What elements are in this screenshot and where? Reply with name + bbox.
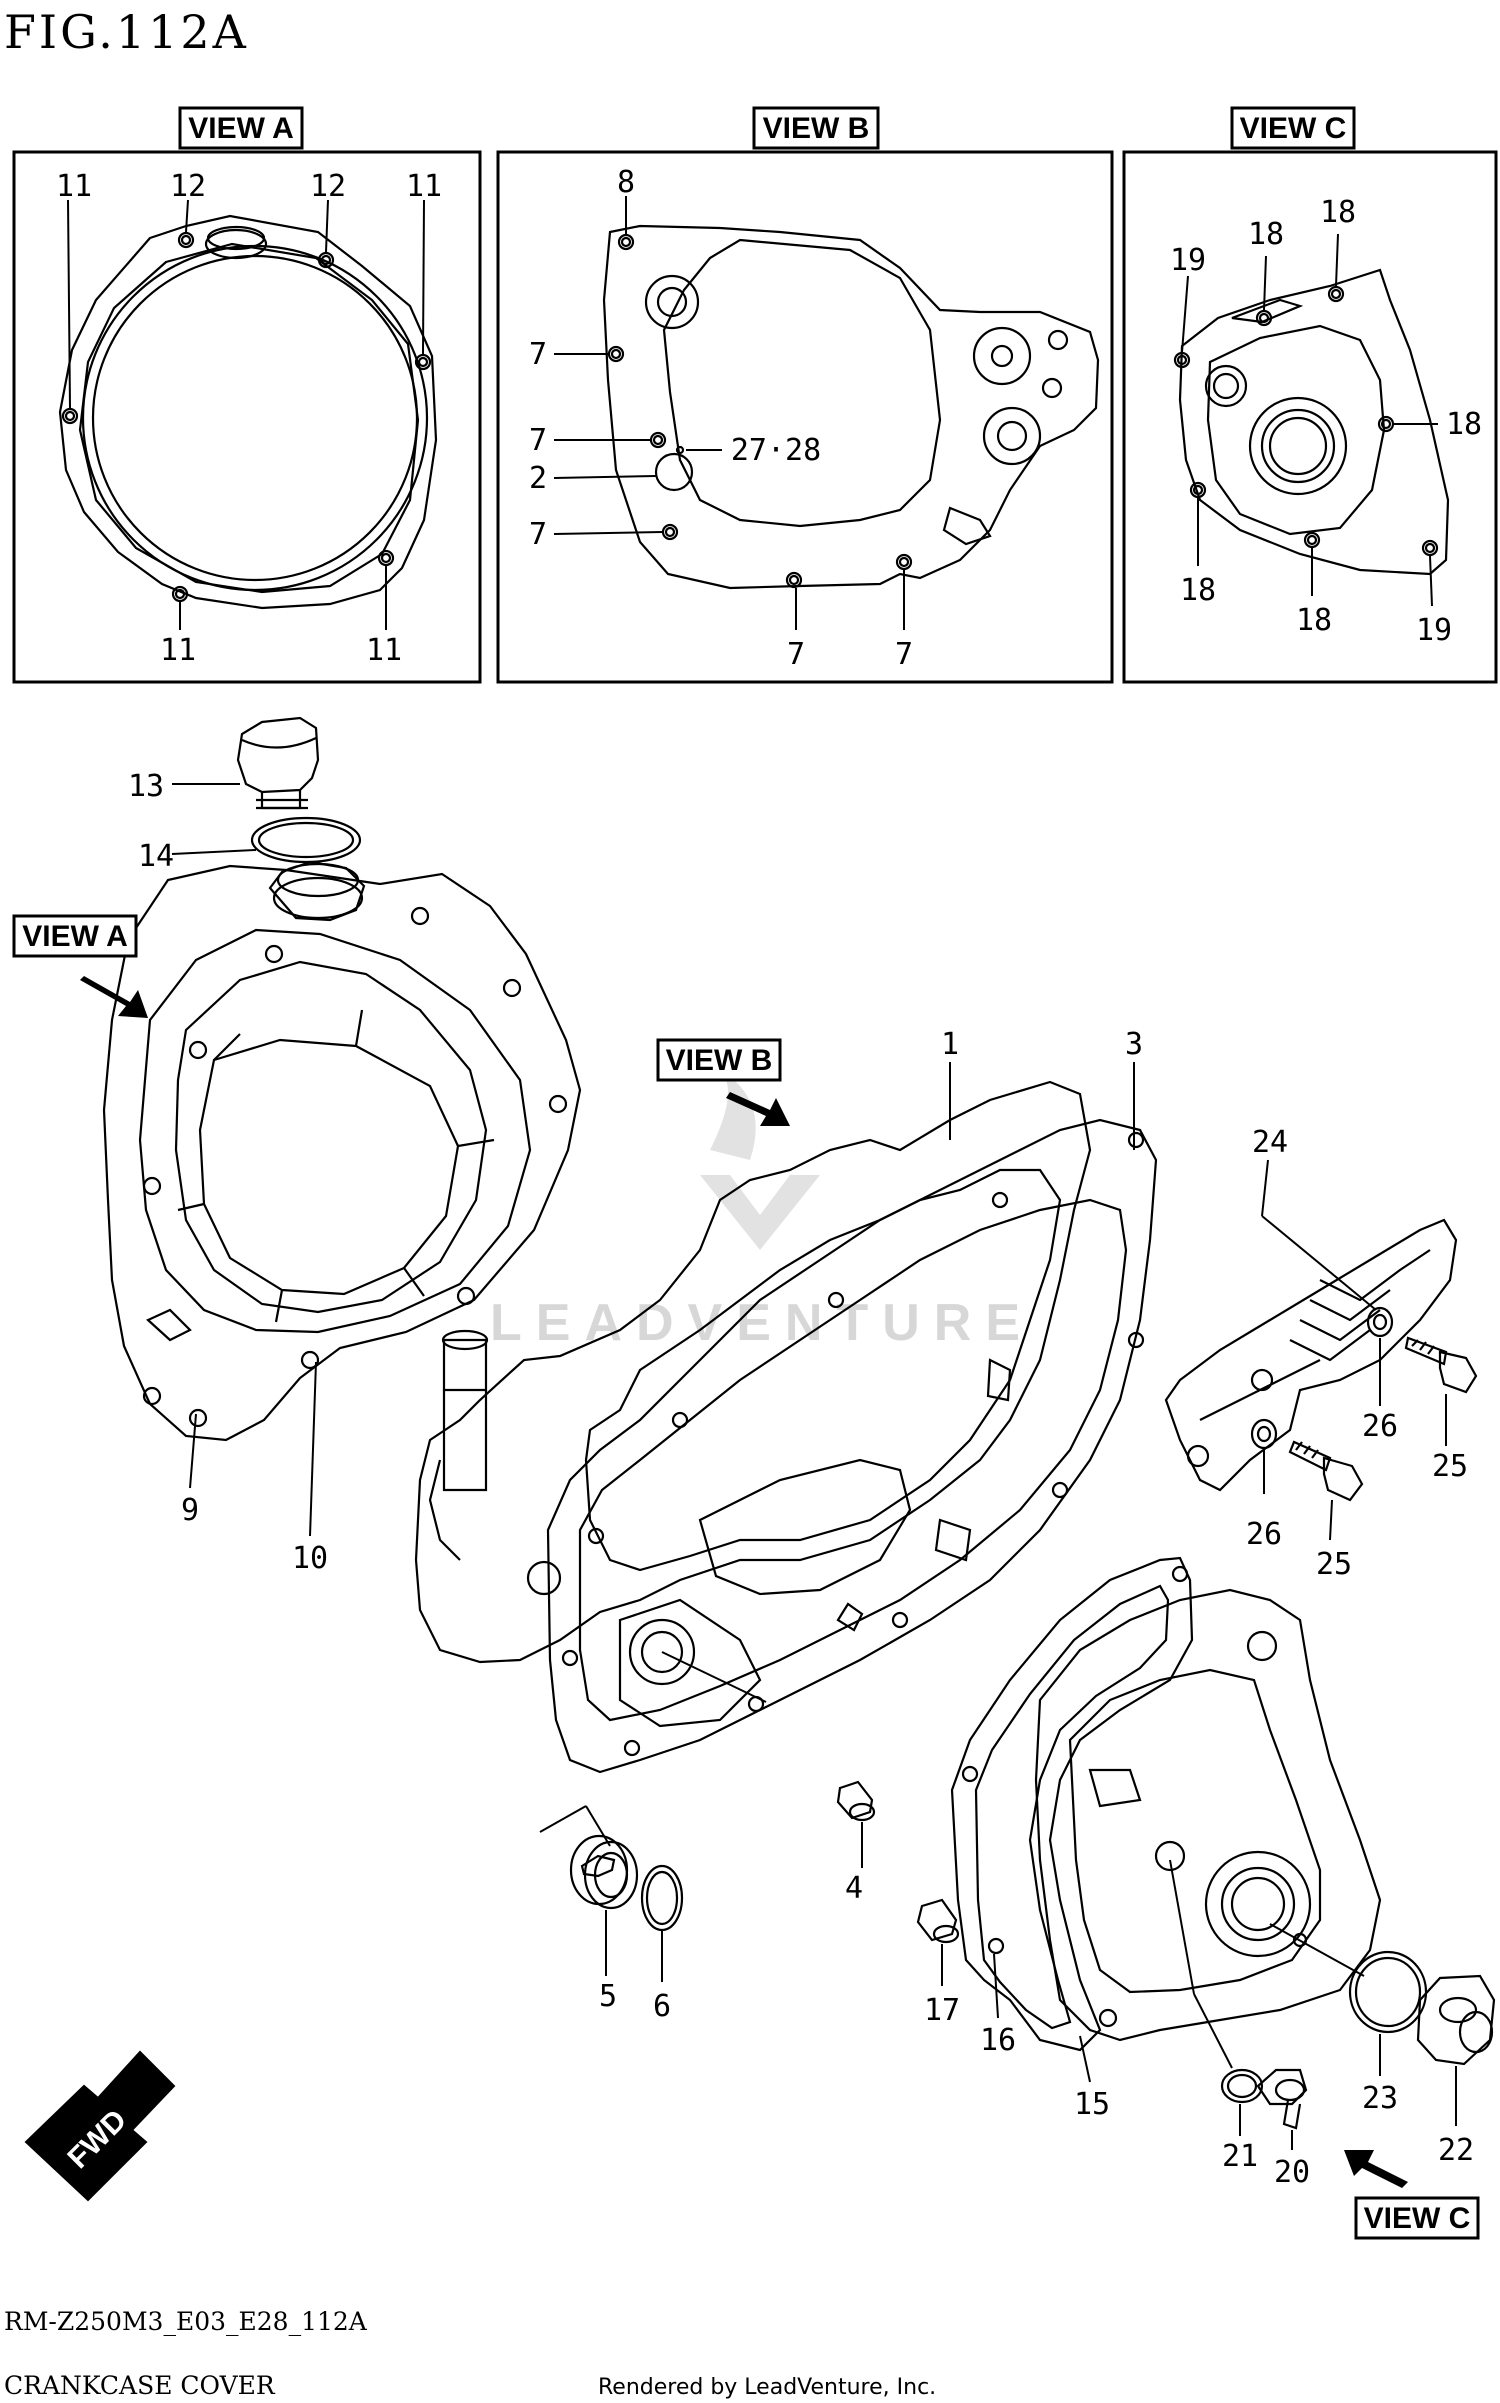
crankcase-gasket-outline: [602, 224, 1100, 590]
view-b-leaders: [553, 196, 905, 630]
callout-11: 11: [56, 169, 92, 204]
svg-text:VIEW C: VIEW C: [1364, 2202, 1471, 2235]
water-pump-gasket-main: [950, 1556, 1194, 2052]
clutch-cover-holes: [142, 906, 568, 1428]
clutch-cover-main: [102, 860, 582, 1442]
callout-11: 11: [160, 633, 196, 668]
fwd-arrow: FWD: [24, 2050, 176, 2202]
callout-11: 11: [406, 169, 442, 204]
callout-24: 24: [1252, 1125, 1288, 1160]
small-parts: [569, 1780, 1496, 2130]
view-c-label: VIEW C: [1240, 112, 1347, 145]
view-b-tag: [752, 106, 880, 150]
callout-26: 26: [1362, 1409, 1398, 1444]
callout-6: 6: [653, 1989, 671, 2024]
callout-19: 19: [1170, 243, 1206, 278]
callout-20: 20: [1274, 2155, 1310, 2190]
callout-14: 14: [138, 839, 174, 874]
o-ring-14: [250, 816, 362, 864]
callout-4: 4: [845, 1871, 863, 1906]
water-pump-cover-outline: [1178, 268, 1450, 576]
callout-27-28: 27·28: [731, 433, 821, 468]
callout-25: 25: [1432, 1449, 1468, 1484]
crankcase-main: [414, 1080, 1092, 1728]
callout-7: 7: [529, 337, 547, 372]
view-b-frame: [496, 150, 1114, 684]
drain-bolt-20: [1256, 2068, 1308, 2106]
view-c-panel: VIEW C 19: [1122, 106, 1498, 684]
main-leaders: [171, 783, 1457, 2150]
callout-18: 18: [1446, 407, 1482, 442]
oil-filler-cap: [236, 716, 320, 810]
view-c-arrow: VIEW C: [1344, 2150, 1480, 2240]
callout-8: 8: [617, 165, 635, 200]
reed-cover-24: [1164, 1218, 1458, 1492]
crankcase-gasket-main: [546, 1118, 1158, 1774]
callout-17: 17: [924, 1993, 960, 2028]
view-c-bolt-holes: [1173, 285, 1439, 557]
figure-title: FIG.112A: [4, 5, 249, 59]
view-c-tag: [1230, 106, 1356, 150]
view-b-panel: VIEW B: [496, 106, 1114, 684]
callout-18: 18: [1180, 573, 1216, 608]
o-ring-23: [1348, 1950, 1428, 2034]
model-code: RM-Z250M3_E03_E28_112A: [4, 2307, 368, 2336]
clutch-cover-outline: [58, 214, 438, 610]
view-a-panel: VIEW A 11 12 12 11 11: [12, 106, 482, 684]
callout-9: 9: [181, 1493, 199, 1528]
callout-26: 26: [1246, 1517, 1282, 1552]
callout-21: 21: [1222, 2139, 1258, 2174]
watermark-text: LEADVENTURE: [490, 1294, 1034, 1352]
view-a-arrow: VIEW A: [12, 914, 148, 1018]
view-b-bolt-holes: [607, 233, 913, 589]
callout-16: 16: [980, 2023, 1016, 2058]
dowel-pin-4: [836, 1780, 874, 1820]
callout-18: 18: [1248, 217, 1284, 252]
callout-23: 23: [1362, 2081, 1398, 2116]
view-a-label: VIEW A: [188, 112, 294, 145]
section-name: CRANKCASE COVER: [4, 2371, 276, 2400]
callout-5: 5: [599, 1979, 617, 2014]
callout-12: 12: [170, 169, 206, 204]
bolts-25-washers-26: [1250, 1306, 1478, 1502]
callout-18: 18: [1296, 603, 1332, 638]
callout-15: 15: [1074, 2087, 1110, 2122]
view-c-leaders: [1181, 233, 1438, 607]
view-a-frame: [12, 150, 482, 684]
callout-7: 7: [529, 423, 547, 458]
view-b-arrow: VIEW B: [656, 1038, 790, 1126]
callout-2: 2: [529, 461, 547, 496]
view-a-tag: [178, 106, 304, 150]
svg-text:VIEW A: VIEW A: [22, 920, 128, 953]
view-b-label: VIEW B: [763, 112, 870, 145]
callout-13: 13: [128, 769, 164, 804]
callout-18: 18: [1320, 195, 1356, 230]
callout-12: 12: [310, 169, 346, 204]
callout-19: 19: [1416, 613, 1452, 648]
render-credit: Rendered by LeadVenture, Inc.: [598, 2375, 936, 2400]
view-a-bolt-holes: [61, 231, 432, 603]
callout-7: 7: [787, 637, 805, 672]
svg-text:VIEW B: VIEW B: [666, 1044, 773, 1077]
callout-10: 10: [292, 1541, 328, 1576]
callout-7: 7: [895, 637, 913, 672]
callout-7: 7: [529, 517, 547, 552]
view-c-frame: [1122, 150, 1498, 684]
dowel-pin-17: [916, 1898, 958, 1942]
callout-22: 22: [1438, 2133, 1474, 2168]
callout-11: 11: [366, 633, 402, 668]
water-pump-cover-main: [1034, 1588, 1382, 2042]
view-a-leaders: [67, 199, 425, 630]
gasket-21: [1220, 2068, 1264, 2104]
callout-3: 3: [1125, 1027, 1143, 1062]
callout-1: 1: [941, 1027, 959, 1062]
callout-25: 25: [1316, 1547, 1352, 1582]
